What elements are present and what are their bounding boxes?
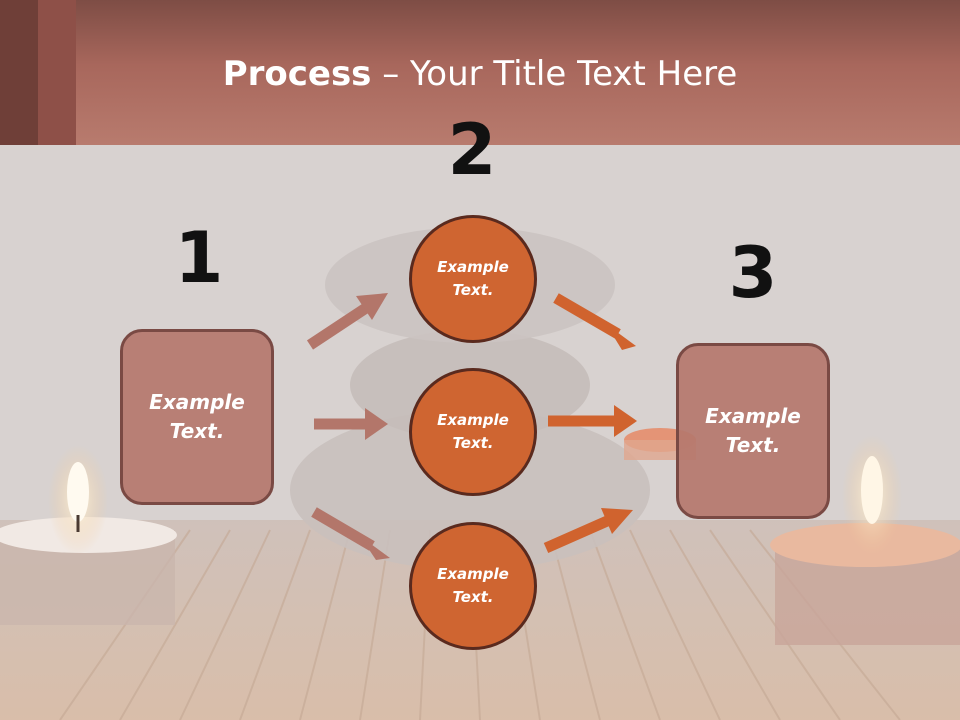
- step-number-1: 1: [174, 217, 224, 299]
- slide-title: Process – Your Title Text Here: [0, 52, 960, 96]
- circle-bottom-text: Example Text.: [437, 565, 509, 606]
- title-regular-part: – Your Title Text Here: [371, 54, 738, 94]
- title-bar: Process – Your Title Text Here: [0, 0, 960, 145]
- circle-middle-text: Example Text.: [437, 411, 509, 452]
- step-1-text: Example Text.: [149, 390, 245, 443]
- circle-middle[interactable]: Example Text.: [409, 368, 537, 496]
- step-1-box[interactable]: Example Text.: [120, 329, 274, 505]
- step-3-box[interactable]: Example Text.: [676, 343, 830, 519]
- circle-bottom[interactable]: Example Text.: [409, 522, 537, 650]
- title-bold-part: Process: [222, 54, 372, 94]
- header-accent-stripe: [38, 0, 76, 145]
- header-accent-stripe: [0, 0, 38, 145]
- circle-top-text: Example Text.: [437, 258, 509, 299]
- step-3-text: Example Text.: [705, 404, 801, 457]
- circle-top[interactable]: Example Text.: [409, 215, 537, 343]
- step-number-3: 3: [728, 232, 778, 314]
- step-number-2: 2: [447, 109, 497, 191]
